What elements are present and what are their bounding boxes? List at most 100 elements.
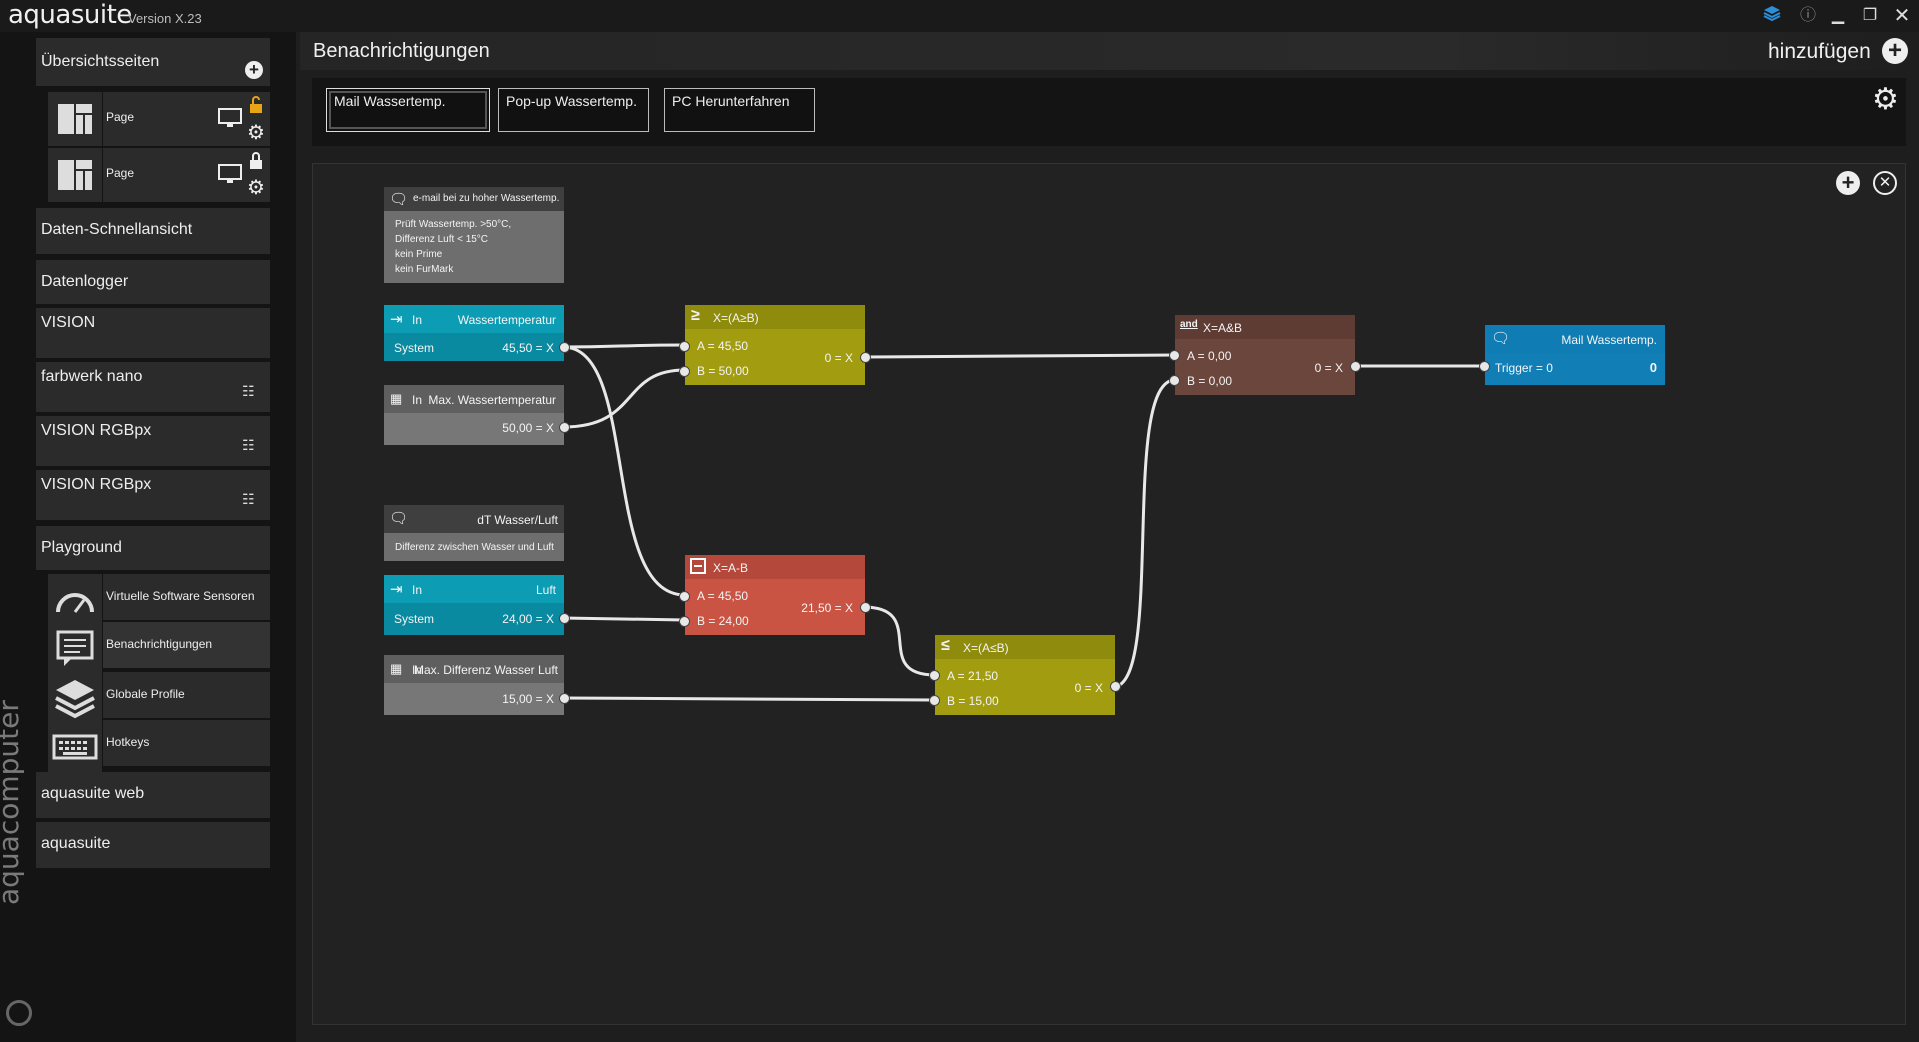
tab-label: PC Herunterfahren [672,93,790,109]
sidebar-item-hotkeys[interactable]: Hotkeys [103,720,270,766]
node-title: X=(A≤B) [963,641,1009,655]
input-node-wassertemperatur[interactable]: ⇥ In Wassertemperatur System 45,50 = X [384,305,570,361]
sidebar-item-virtuelle-software-sensoren[interactable]: Virtuelle Software Sensoren [103,574,270,620]
device-settings-icon[interactable]: ☷ [242,491,255,507]
minimize-icon[interactable]: ▁ [1831,7,1845,24]
layers-icon[interactable] [1760,4,1784,28]
add-notification-icon[interactable]: + [1882,38,1908,64]
output-port[interactable] [860,602,871,613]
input-port-b[interactable] [1169,375,1180,386]
layers-icon[interactable] [48,672,102,726]
sidebar-page-1[interactable]: Page [103,92,270,146]
sidebar-item-label: Datenlogger [41,273,129,290]
output-port[interactable] [1110,681,1121,692]
output-port[interactable] [559,342,570,353]
monitor-icon[interactable] [218,108,242,133]
sidebar-item-vision[interactable]: VISION [36,308,270,358]
note-node-dt[interactable]: 🗨 dT Wasser/Luft Differenz zwischen Wass… [384,505,564,561]
output-port[interactable] [559,422,570,433]
input-port-b[interactable] [679,366,690,377]
node-kind: In [412,663,423,677]
node-value: 15,00 = X [502,692,554,706]
input-port-a[interactable] [679,341,690,352]
sidebar-item-aquasuite[interactable]: aquasuite [36,822,270,868]
compare-le-node[interactable]: ≤ X=(A≤B) A = 21,50 B = 15,00 0 = X [929,635,1121,715]
trigger-value: Trigger = 0 [1495,361,1553,375]
keyboard-icon[interactable] [48,720,102,774]
node-source: System [394,612,435,626]
page-thumbnail-icon[interactable] [48,148,102,202]
sidebar-item-farbwerk-nano[interactable]: farbwerk nano [36,362,270,412]
input-port-b[interactable] [679,616,690,627]
node-name: Luft [535,583,556,597]
output-port[interactable] [559,613,570,624]
node-title: X=A&B [1203,321,1243,335]
node-value: 45,50 = X [502,341,554,355]
input-port-a[interactable] [679,591,690,602]
sidebar-item-globale-profile[interactable]: Globale Profile [103,672,270,718]
add-notification-label[interactable]: hinzufügen [1768,40,1871,63]
lock-icon[interactable] [248,152,264,175]
monitor-icon[interactable] [218,164,242,189]
node-source: System [394,341,435,355]
page-label: Page [106,110,135,124]
sidebar-item-benachrichtigungen[interactable]: Benachrichtigungen [103,622,270,668]
add-node-icon[interactable]: + [1836,171,1860,195]
constant-node-max-differenz[interactable]: ▦ In Max. Differenz Wasser Luft 15,00 = … [384,655,570,715]
output-port[interactable] [860,352,871,363]
gear-icon[interactable]: ⚙ [247,177,265,199]
node-value: 50,00 = X [502,421,554,435]
tab-mail-wassertemp[interactable]: Mail Wassertemp. [326,88,490,132]
input-arrow-icon: ⇥ [390,581,403,598]
note-node[interactable]: 🗨 e-mail bei zu hoher Wassertemp. Prüft … [384,187,564,283]
restore-icon[interactable]: ❐ [1862,7,1878,24]
sidebar-page-2[interactable]: Page [103,148,270,202]
node-kind: In [412,313,423,327]
input-a-value: A = 21,50 [947,669,999,683]
sidebar-overview-title[interactable]: Übersichtsseiten [36,38,270,86]
page-thumbnail-icon[interactable] [48,92,102,146]
device-settings-icon[interactable]: ☷ [242,437,255,453]
compare-ge-node[interactable]: ≥ X=(A≥B) A = 45,50 B = 50,00 0 = X [679,305,871,385]
message-icon[interactable] [48,622,102,676]
lock-open-icon[interactable] [248,96,264,119]
input-port-trigger[interactable] [1479,361,1490,372]
node-kind: In [412,393,423,407]
tab-popup-wassertemp[interactable]: Pop-up Wassertemp. [498,88,649,132]
info-icon[interactable]: ⓘ [1799,7,1816,24]
note-line: Differenz Luft < 15°C [395,234,489,245]
device-settings-icon[interactable]: ☷ [242,383,255,399]
note-line: kein Prime [395,249,443,260]
logic-and-node[interactable]: and X=A&B A = 0,00 B = 0,00 0 = X [1169,315,1361,395]
output-port[interactable] [1350,361,1361,372]
page-label: Page [106,166,135,180]
sidebar-item-vision-rgbpx[interactable]: VISION RGBpx [36,416,270,466]
constant-node-max-wassertemperatur[interactable]: ▦ In Max. Wassertemperatur 50,00 = X [384,385,570,445]
sidebar-item-datenlogger[interactable]: Datenlogger [36,260,270,304]
grid-icon: ▦ [390,391,403,406]
mail-notification-node[interactable]: 🗨 Mail Wassertemp. Trigger = 0 0 [1479,325,1665,385]
sidebar-item-label: VISION RGBpx [41,422,152,439]
gear-icon[interactable]: ⚙ [247,122,265,144]
input-port-a[interactable] [1169,350,1180,361]
add-page-icon[interactable]: + [245,61,263,79]
settings-gear-icon[interactable]: ⚙ [1872,83,1899,116]
tab-pc-herunterfahren[interactable]: PC Herunterfahren [664,88,815,132]
close-icon[interactable]: ✕ [1893,5,1911,27]
input-b-value: B = 24,00 [697,614,749,628]
subtract-node[interactable]: X=A-B A = 45,50 B = 24,00 21,50 = X [679,555,871,635]
clear-canvas-icon[interactable]: ✕ [1873,171,1897,195]
output-port[interactable] [559,693,570,704]
sidebar-item-vision-rgbpx-2[interactable]: VISION RGBpx [36,470,270,520]
gauge-icon[interactable] [48,574,102,628]
sidebar-item-daten-schnellansicht[interactable]: Daten-Schnellansicht [36,208,270,254]
node-name: Max. Wassertemperatur [428,393,556,407]
input-port-b[interactable] [929,695,940,706]
sidebar-item-aquasuite-web[interactable]: aquasuite web [36,772,270,818]
input-a-value: A = 0,00 [1187,349,1232,363]
input-port-a[interactable] [929,670,940,681]
output-value: 0 = X [1074,681,1103,695]
sidebar-item-playground[interactable]: Playground [36,526,270,570]
tab-label: Pop-up Wassertemp. [506,93,637,109]
input-node-luft[interactable]: ⇥ In Luft System 24,00 = X [384,575,570,635]
